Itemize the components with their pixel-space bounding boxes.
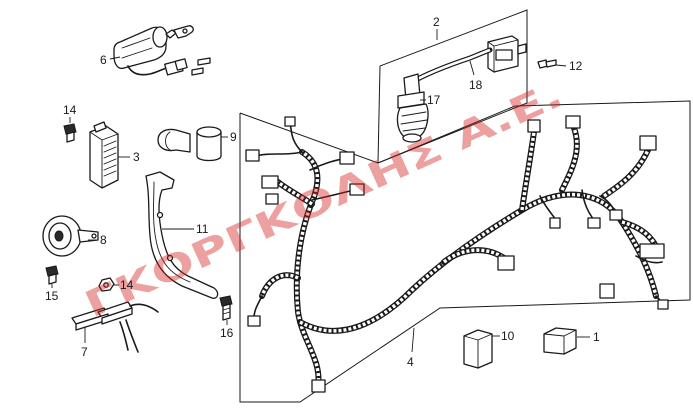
nut-14-lower: [98, 277, 115, 292]
connector: [549, 217, 561, 229]
callout-number: 18: [469, 78, 483, 92]
connector: [284, 116, 296, 127]
callout-number: 7: [81, 345, 88, 359]
callout-number: 14: [63, 103, 77, 117]
harness-branch: [559, 125, 580, 193]
callout-number: 15: [45, 289, 59, 303]
harness-branch: [275, 179, 315, 207]
harness-wire: [635, 255, 663, 264]
connector: [587, 217, 601, 229]
callout-number: 16: [220, 326, 234, 340]
connector: [247, 315, 261, 327]
callout-4: 4: [407, 327, 415, 369]
regulator: [89, 121, 119, 189]
callout-15: 15: [45, 284, 59, 303]
callout-number: 4: [407, 355, 414, 369]
callout-number: 14: [120, 278, 134, 292]
screw-14-upper: [63, 123, 77, 143]
callout-number: 17: [427, 93, 441, 107]
callout-12: 12: [555, 59, 583, 73]
fuse-box: [543, 327, 577, 355]
harness-branch: [441, 247, 507, 265]
callout-7: 7: [81, 327, 88, 359]
callout-number: 3: [133, 150, 140, 164]
callout-number: 11: [196, 222, 209, 236]
callout-14-upper: 14: [63, 103, 77, 123]
connector: [639, 243, 665, 259]
connector: [245, 149, 260, 162]
callout-6: 6: [100, 53, 121, 67]
callout-number: 12: [569, 59, 583, 73]
connector: [599, 283, 615, 299]
harness-wire: [289, 123, 303, 153]
callout-number: 6: [100, 53, 107, 67]
harness-branch: [259, 272, 301, 299]
bolt-16: [219, 295, 233, 321]
harness-group-frame: [239, 100, 691, 403]
connector: [609, 209, 623, 221]
screw-icon: [197, 57, 211, 66]
sensor: [71, 301, 159, 353]
wiring-harness: [245, 115, 669, 393]
connector: [261, 175, 279, 189]
connector: [657, 299, 669, 310]
harness-wire: [255, 151, 303, 157]
callout-number: 10: [501, 329, 515, 343]
callout-9: 9: [221, 130, 237, 144]
callout-1: 1: [577, 330, 600, 344]
connector: [311, 379, 326, 393]
ignition-coil: [487, 35, 527, 73]
callout-number: 1: [593, 330, 600, 344]
screw-icon: [191, 67, 204, 76]
callout-11: 11: [162, 222, 209, 236]
connector: [497, 255, 515, 271]
callout-10: 10: [492, 329, 515, 343]
connector: [265, 193, 279, 205]
callout-14-lower: 14: [113, 278, 134, 292]
screw-15: [45, 265, 59, 285]
callout-18: 18: [469, 60, 483, 92]
harness-wire: [253, 295, 263, 319]
relay-clip: [157, 128, 191, 153]
connector: [565, 115, 581, 129]
harness-branch: [293, 149, 322, 389]
high-tension-lead: [409, 47, 493, 85]
callout-number: 9: [230, 130, 237, 144]
ignition-coil-group-frame: [377, 9, 528, 164]
callout-3: 3: [118, 150, 140, 164]
ignition-switch: [113, 25, 211, 76]
relay: [196, 126, 222, 162]
callout-number: 8: [100, 233, 107, 247]
callout-8: 8: [88, 233, 107, 247]
relay-block: [463, 329, 493, 369]
harness-branch: [601, 147, 651, 199]
callout-17: 17: [420, 93, 441, 107]
harness-branch: [297, 191, 659, 334]
horn: [42, 215, 99, 257]
harness-branch: [519, 129, 537, 213]
callout-2: 2: [433, 15, 440, 40]
callout-number: 2: [433, 15, 440, 29]
harness-branch: [619, 219, 659, 249]
screw-12: [537, 59, 557, 69]
bracket: [145, 171, 219, 299]
callout-16: 16: [220, 320, 234, 340]
connector: [339, 151, 355, 165]
connector: [527, 119, 541, 133]
connector: [349, 183, 365, 196]
spark-plug-cap: [396, 73, 429, 143]
connector: [639, 135, 657, 151]
